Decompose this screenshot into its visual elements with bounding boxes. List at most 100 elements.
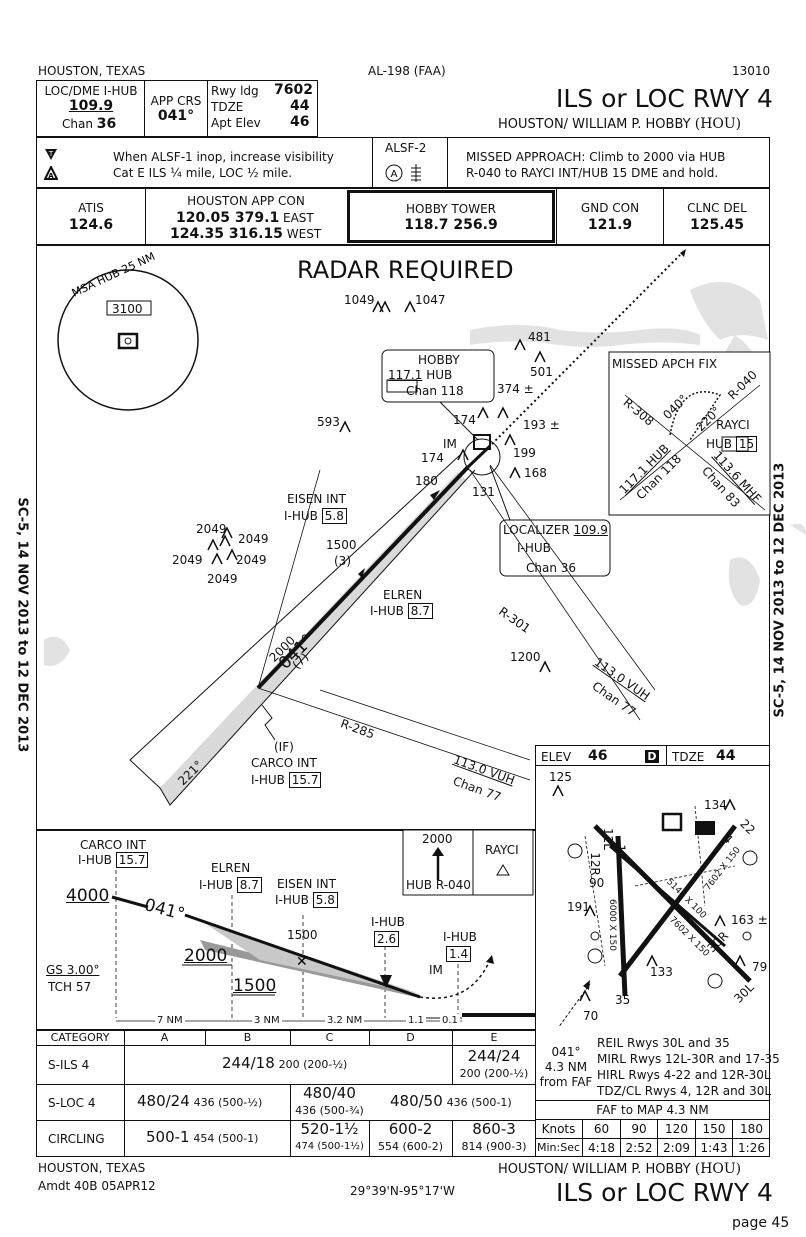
s-loc-de: 480/50 436 (500-1): [390, 1092, 512, 1110]
footer-airport: HOUSTON/ WILLIAM P. HOBBY (HOU): [498, 1161, 742, 1177]
prof-eisen-dme: 5.8: [312, 892, 338, 908]
divider: [556, 188, 557, 245]
mins-col-line: [369, 1030, 370, 1045]
footer-city: HOUSTON, TEXAS: [38, 1161, 146, 1175]
prof-carco-dme: 15.7: [115, 852, 149, 868]
apt-obstacle: 79: [752, 960, 768, 974]
timing-col: [695, 1119, 696, 1157]
circ-c-sub: 474 (500-1½): [295, 1141, 364, 1152]
s-loc-ab: 480/24 436 (500-½): [137, 1092, 263, 1110]
carco-id: I-HUB 15.7: [251, 772, 322, 788]
alternate-triangle-icon: A: [43, 164, 59, 184]
app-con-freq-1: 120.05 379.1: [176, 210, 280, 226]
prof-ihub1: I-HUB: [371, 915, 405, 929]
prof-elren: ELREN: [211, 861, 251, 875]
knots-value: 180: [740, 1122, 763, 1136]
alsf-label: ALSF-2: [385, 141, 427, 155]
apt-obstacle: 191: [567, 900, 590, 914]
knots-value: 150: [702, 1122, 726, 1136]
tdze-value: 44: [290, 98, 310, 114]
prof-eisen-id: I-HUB 5.8: [275, 892, 338, 908]
missed-approach-line-1: MISSED APPROACH: Climb to 2000 via HUB: [466, 150, 726, 164]
circ-d: 600-2: [388, 1120, 433, 1138]
s-loc-c-sub: 436 (500-¾): [295, 1104, 364, 1117]
obstacle-elev: 374 ±: [497, 382, 534, 396]
tower-box: [347, 190, 555, 243]
map-rayci: RAYCI: [716, 418, 750, 432]
obstacle-elev: 2049: [207, 572, 238, 586]
svg-text:A: A: [391, 169, 398, 180]
prof-tch: TCH 57: [48, 980, 92, 994]
apt-tdze-label: TDZE: [672, 750, 705, 764]
s-loc-label: S-LOC 4: [48, 1096, 96, 1110]
lighting-line: TDZ/CL Rwys 4, 12R and 30L: [597, 1084, 772, 1098]
mins-col-line: [290, 1030, 291, 1045]
clnc-label: CLNC DEL: [687, 201, 747, 215]
hobby-vor-chan: Chan 118: [406, 384, 464, 398]
timing-col: [732, 1119, 733, 1157]
inverted-triangle-icon: T: [44, 146, 58, 165]
apt-obstacle: 163 ±: [731, 913, 768, 927]
divider: [666, 745, 667, 765]
lighting-line: MIRL Rwys 12L-30R and 17-35: [597, 1052, 780, 1066]
mins-header: A: [160, 1031, 169, 1044]
time-value: 2:09: [663, 1141, 690, 1155]
chan-value: 36: [96, 116, 117, 132]
svg-text:T: T: [48, 150, 54, 158]
im-label: IM: [443, 437, 457, 451]
obstacle-elev: 593: [317, 415, 340, 429]
footer-amdt: Amdt 40B 05APR12: [38, 1179, 156, 1193]
obstacle-elev: 2049: [172, 553, 203, 567]
carco-name: CARCO INT: [251, 756, 317, 770]
prof-alt-1500: 1500: [233, 976, 277, 996]
notes-line-2: Cat E ILS ¼ mile, LOC ½ mile.: [113, 166, 293, 180]
footer-title: ILS or LOC RWY 4: [556, 1178, 773, 1207]
elren-name: ELREN: [383, 588, 423, 602]
apt-obstacle: 125: [549, 770, 572, 784]
page-number: page 45: [732, 1215, 790, 1231]
prof-ma-alt: 2000: [422, 832, 453, 846]
app-crs-label: APP CRS: [150, 94, 202, 108]
prof-seg: 3 NM: [252, 1014, 282, 1028]
apt-elev-value: 46: [588, 748, 608, 764]
s-ils-label: S-ILS 4: [48, 1058, 90, 1072]
timing-col: [657, 1119, 658, 1157]
svg-text:✕: ✕: [296, 954, 308, 970]
header-airport-id: (HOU): [694, 116, 742, 132]
mins-header: B: [243, 1031, 252, 1044]
mins-header: E: [490, 1031, 498, 1044]
mins-col-line: [290, 1084, 291, 1157]
notes-row: [36, 137, 770, 188]
divider: [663, 188, 664, 245]
apt-elev-label: Apt Elev: [211, 116, 261, 130]
prof-ihub1-dme: 2.6: [374, 931, 400, 947]
header-cycle: 13010: [732, 64, 771, 78]
chan-label: Chan 36: [62, 116, 117, 132]
mins-col-line: [369, 1120, 370, 1157]
mins-col-line: [452, 1030, 453, 1085]
time-value: 4:18: [588, 1141, 615, 1155]
map-dme-box: 15: [735, 436, 758, 452]
obstacle-elev: 1200: [510, 650, 541, 664]
lighting-line: REIL Rwys 30L and 35: [597, 1036, 730, 1050]
prof-elren-id: I-HUB 8.7: [199, 877, 262, 893]
apt-tdze-value: 44: [716, 748, 736, 764]
runway-displaced: 90: [589, 876, 605, 890]
circ-e-sub: 814 (900-3): [461, 1140, 527, 1153]
knots-value: 60: [593, 1122, 610, 1136]
app-crs-value: 041°: [157, 108, 195, 124]
mins-col-line: [452, 1120, 453, 1157]
obstacle-elev: 193 ±: [523, 418, 560, 432]
time-value: 2:52: [625, 1141, 653, 1155]
apt-obstacle: 70: [583, 1009, 599, 1023]
knots-value: 90: [631, 1122, 647, 1136]
obstacle-elev: 2049: [236, 553, 267, 567]
comms-row: [36, 188, 770, 245]
header-title: ILS or LOC RWY 4: [556, 84, 773, 113]
lighting-line: HIRL Rwys 4-22 and 12R-30L: [597, 1068, 771, 1082]
hobby-vor-name: HOBBY: [418, 353, 460, 367]
alsf-marker-icon: A: [384, 162, 428, 188]
obstacle-elev: 501: [530, 365, 553, 379]
obstacle-elev: 2049: [238, 532, 269, 546]
